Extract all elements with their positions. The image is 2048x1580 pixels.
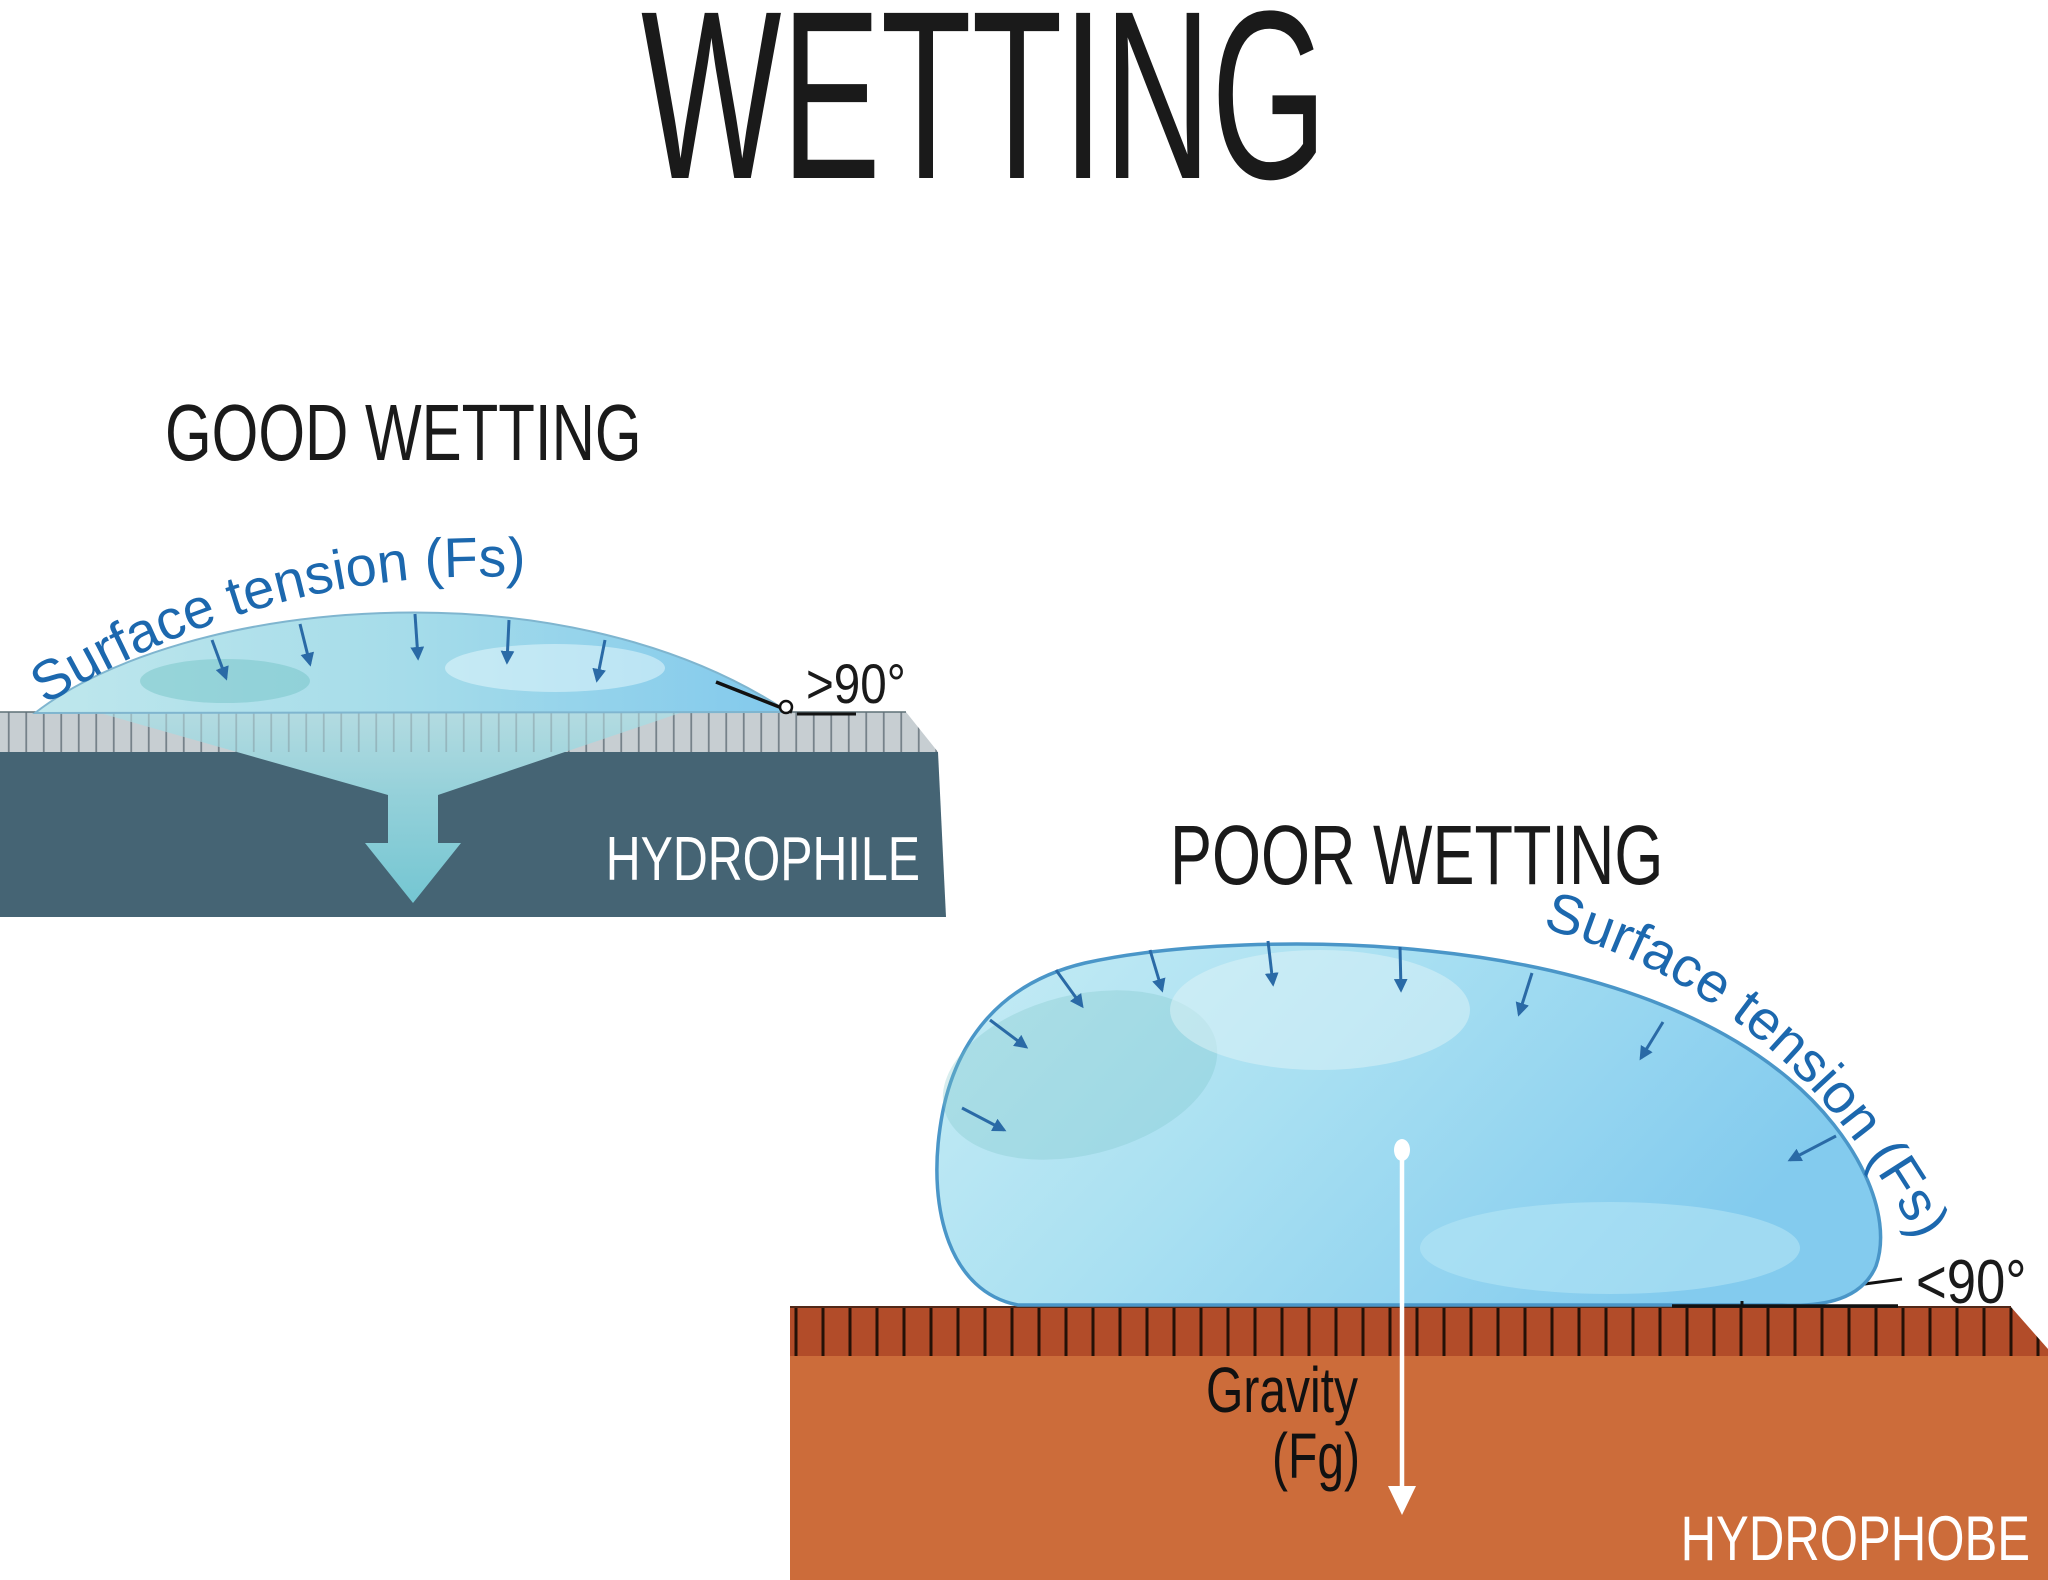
contact-point-marker xyxy=(778,699,794,715)
hydrophobe-slab xyxy=(790,1356,2048,1580)
absorption-arrow xyxy=(100,713,680,903)
gravity-label-line2: (Fg) xyxy=(1272,1420,1360,1491)
hatch-overlay xyxy=(100,713,680,752)
poor-wetting-section: POOR WETTING <90° xyxy=(790,808,2048,1580)
hydrophile-slab xyxy=(0,752,946,917)
gravity-arrowhead xyxy=(1388,1486,1416,1515)
good-wetting-section: GOOD WETTING Surface tension (Fs) xyxy=(0,388,946,917)
gravity-arrow xyxy=(1388,1139,1416,1515)
droplet-shade-teal xyxy=(942,990,1218,1160)
dome-shade-teal xyxy=(140,659,310,703)
droplet-lower-highlight xyxy=(1420,1202,1800,1294)
droplet-highlight xyxy=(1170,950,1470,1070)
tension-arrows-good xyxy=(210,613,607,683)
dome-highlight xyxy=(445,644,665,692)
good-wetting-heading: GOOD WETTING xyxy=(165,388,642,477)
tension-arrows-poor xyxy=(961,940,1837,1162)
contact-angle-label-good: >90° xyxy=(806,653,906,715)
poor-wetting-heading: POOR WETTING xyxy=(1170,808,1663,902)
hydrophobe-label: HYDROPHOBE xyxy=(1681,1503,2030,1573)
contact-angle-good: >90° xyxy=(715,653,906,716)
hydrophile-label: HYDROPHILE xyxy=(606,824,920,893)
contact-angle-label-poor: <90° xyxy=(1916,1248,2026,1317)
page-title: WETTING xyxy=(641,0,1327,230)
contact-angle-poor: <90° xyxy=(1672,1248,2026,1317)
droplet-center-dot xyxy=(1394,1139,1410,1161)
gravity-label-line1: Gravity xyxy=(1206,1354,1359,1425)
hydrophobe-hatch-strip xyxy=(790,1307,2048,1357)
